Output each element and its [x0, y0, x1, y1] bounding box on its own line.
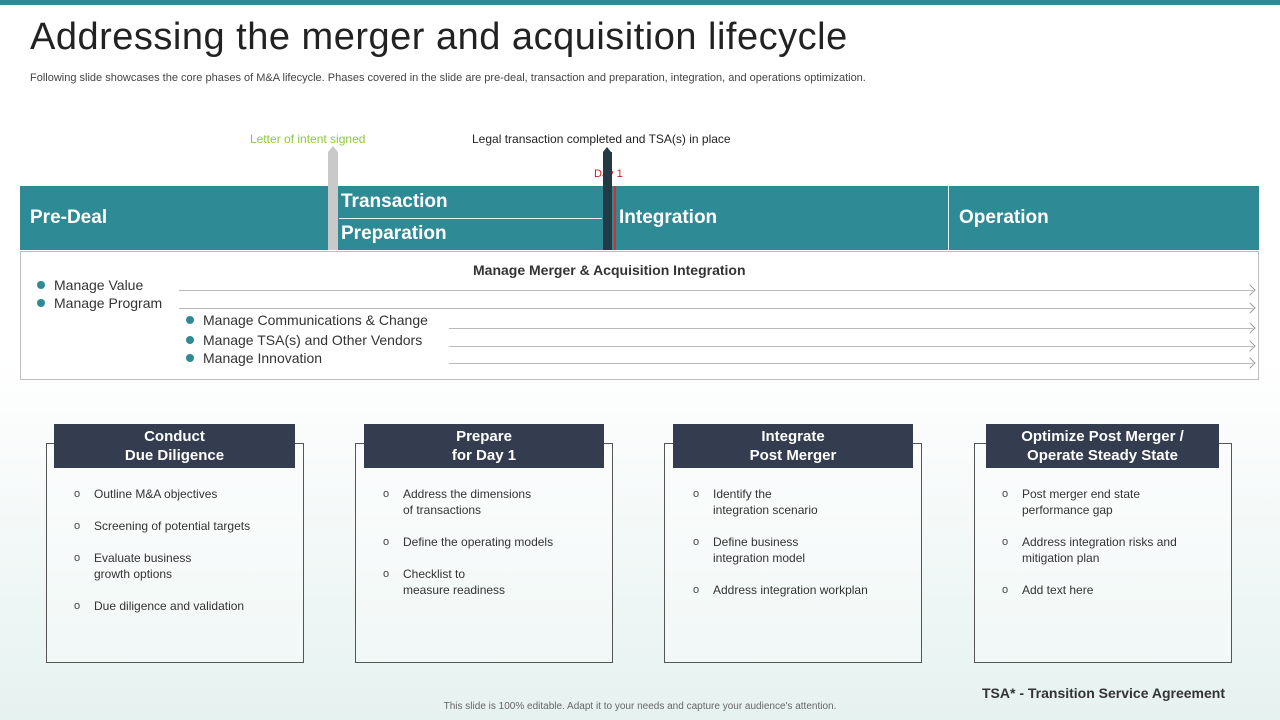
bullet-dot-icon: [186, 316, 194, 324]
manage-item: Manage Innovation: [186, 350, 322, 366]
list-item: Checklist to measure readiness: [383, 566, 603, 598]
card-list: Post merger end state performance gap Ad…: [1002, 486, 1224, 614]
list-item: Screening of potential targets: [74, 518, 294, 534]
bullet-dot-icon: [37, 281, 45, 289]
manage-item-label: Manage Program: [54, 295, 163, 311]
phase-band: Pre-Deal Transaction Preparation Integra…: [20, 186, 1259, 250]
card-title-line: Integrate: [761, 428, 825, 445]
top-accent-bar: [0, 0, 1280, 5]
list-item: Due diligence and validation: [74, 598, 294, 614]
letter-of-intent-marker: [328, 146, 338, 250]
manage-integration-title: Manage Merger & Acquisition Integration: [473, 262, 746, 278]
phase-pre-deal: Pre-Deal: [30, 207, 108, 228]
phase-transaction: Transaction: [341, 191, 448, 212]
arrow-line: [179, 290, 1253, 291]
phase-integration: Integration: [619, 207, 718, 228]
transaction-divider: [339, 218, 602, 219]
tsa-footnote: TSA* - Transition Service Agreement: [982, 685, 1225, 701]
manage-item: Manage Communications & Change: [186, 312, 428, 328]
list-item: Define the operating models: [383, 534, 603, 550]
card-title-line: for Day 1: [451, 447, 517, 464]
list-item: Address integration workplan: [693, 582, 913, 598]
phase-preparation: Preparation: [341, 223, 447, 244]
phase-operation: Operation: [959, 207, 1049, 228]
manage-integration-box: Manage Merger & Acquisition Integration …: [20, 251, 1259, 380]
manage-item-label: Manage TSA(s) and Other Vendors: [203, 332, 423, 348]
card-list: Address the dimensions of transactions D…: [383, 486, 603, 614]
arrow-line: [449, 328, 1253, 329]
card-list: Identify the integration scenario Define…: [693, 486, 913, 614]
card-title-line: Optimize Post Merger /: [1021, 428, 1184, 445]
card-title-line: Post Merger: [749, 447, 837, 464]
bullet-dot-icon: [37, 299, 45, 307]
manage-item: Manage Value: [37, 277, 143, 293]
list-item: Address integration risks and mitigation…: [1002, 534, 1224, 566]
card-header-optimize-post-merger: Optimize Post Merger / Operate Steady St…: [986, 424, 1219, 468]
card-title-line: Prepare: [456, 428, 512, 445]
legal-transaction-marker: [603, 147, 612, 250]
list-item: Add text here: [1002, 582, 1224, 598]
list-item: Post merger end state performance gap: [1002, 486, 1224, 518]
bullet-dot-icon: [186, 336, 194, 344]
list-item: Define business integration model: [693, 534, 913, 566]
card-header-due-diligence: Conduct Due Diligence: [54, 424, 295, 468]
page-subtitle: Following slide showcases the core phase…: [30, 72, 866, 84]
card-title-line: Operate Steady State: [1027, 447, 1178, 464]
arrow-line: [449, 363, 1253, 364]
card-prepare-day1: [355, 443, 613, 663]
manage-item-label: Manage Innovation: [203, 350, 323, 366]
bullet-dot-icon: [186, 354, 194, 362]
operation-divider: [948, 186, 949, 250]
list-item: Identify the integration scenario: [693, 486, 913, 518]
page-title: Addressing the merger and acquisition li…: [30, 16, 848, 58]
editable-note: This slide is 100% editable. Adapt it to…: [443, 701, 837, 712]
list-item: Evaluate business growth options: [74, 550, 294, 582]
manage-item-label: Manage Communications & Change: [203, 312, 428, 328]
list-item: Outline M&A objectives: [74, 486, 294, 502]
legal-transaction-label: Legal transaction completed and TSA(s) i…: [472, 132, 731, 146]
day1-marker: [614, 186, 616, 250]
card-header-integrate-post-merger: Integrate Post Merger: [673, 424, 913, 468]
card-title-line: Due Diligence: [124, 447, 225, 464]
letter-of-intent-label: Letter of intent signed: [250, 132, 366, 146]
list-item: Address the dimensions of transactions: [383, 486, 603, 518]
manage-item: Manage TSA(s) and Other Vendors: [186, 332, 422, 348]
card-header-prepare-day1: Prepare for Day 1: [364, 424, 604, 468]
arrow-line: [449, 346, 1253, 347]
card-title-line: Conduct: [144, 428, 205, 445]
arrow-line: [179, 308, 1253, 309]
manage-item-label: Manage Value: [54, 277, 144, 293]
manage-item: Manage Program: [37, 295, 162, 311]
card-list: Outline M&A objectives Screening of pote…: [74, 486, 294, 630]
